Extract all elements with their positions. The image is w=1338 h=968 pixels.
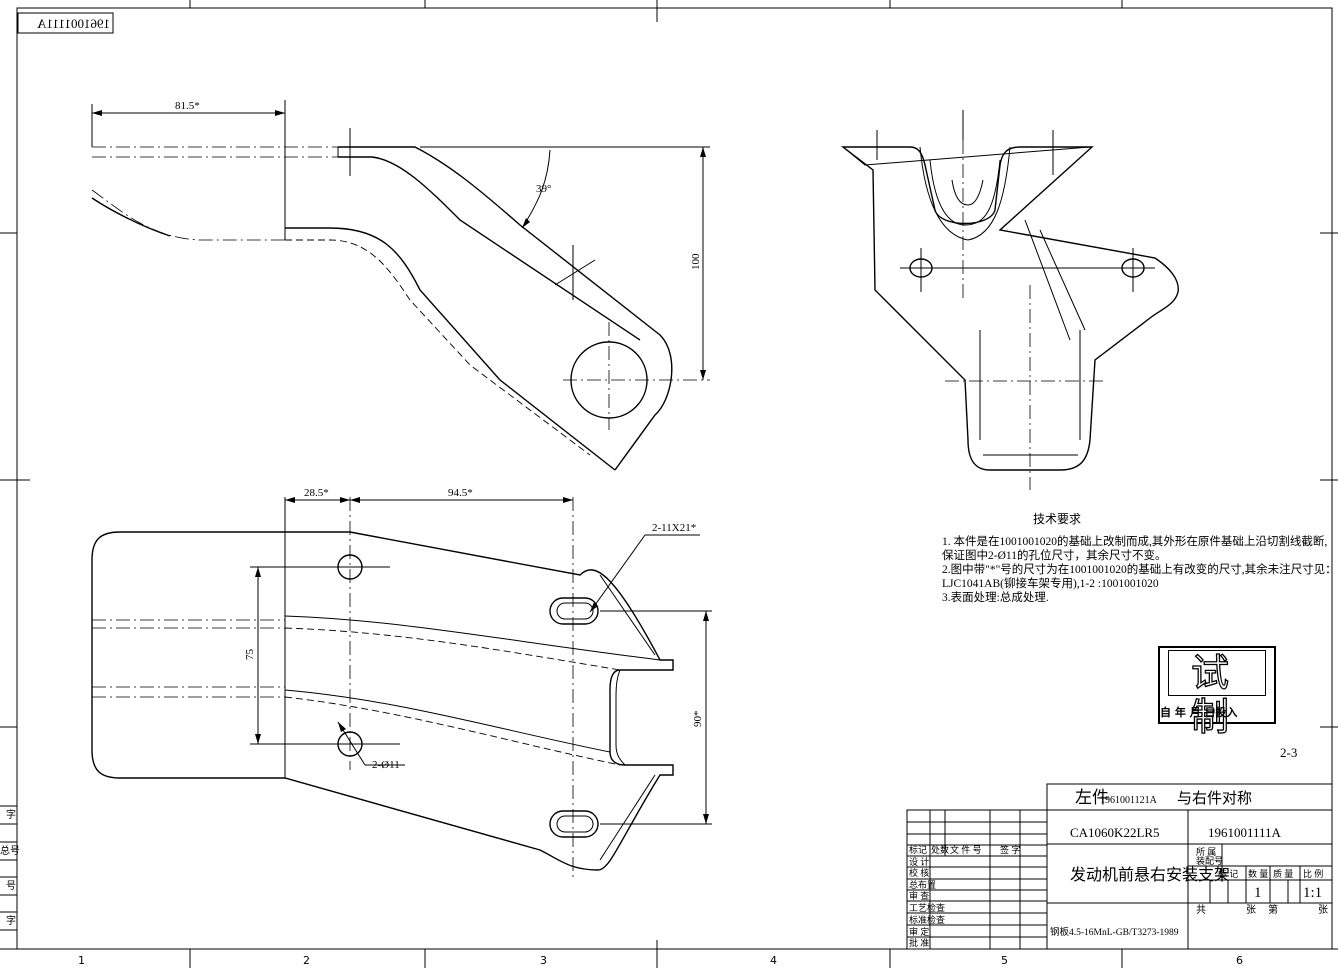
zone-label-6: 6 <box>1236 954 1243 967</box>
stamp-date-line: 自 年 月 日投入 <box>1160 706 1238 719</box>
tech-line-5: 3.表面处理:总成处理. <box>942 592 1049 604</box>
side-view: 81.5* 39° 100 <box>91 100 710 471</box>
quantity-value: 1 <box>1254 885 1262 901</box>
title-block-grid <box>906 783 1333 950</box>
margin-label-3: 号 <box>6 880 16 892</box>
margin-label-1: 字 <box>6 808 16 821</box>
dim-slot-pitch: 90* <box>692 711 704 728</box>
role-approve: 审 定 <box>909 926 929 937</box>
role-layout: 总布置 <box>909 879 936 890</box>
stamp-title: 试 制 <box>1168 650 1266 740</box>
zone-label-1: 1 <box>78 954 85 967</box>
dim-offset: 28.5* <box>304 487 329 499</box>
part-name: 发动机前悬右安装支架 <box>1070 866 1230 884</box>
tech-line-1: 1. 本件是在1001001020的基础上改制而成,其外形在原件基础上沿切割线截… <box>942 536 1328 548</box>
role-check: 校 核 <box>909 867 929 878</box>
end-view <box>840 110 1179 490</box>
material-spec: 钢板4.5-16MnL-GB/T3273-1989 <box>1050 926 1179 938</box>
col-mass: 质 量 <box>1273 868 1293 879</box>
rev-header-doc: 文 件 号 <box>950 844 982 855</box>
sheet-marker: 2-3 <box>1280 745 1297 760</box>
zone-label-5: 5 <box>1001 954 1008 967</box>
vehicle-model: CA1060K22LR5 <box>1070 825 1160 840</box>
margin-label-2: 总号 <box>0 844 20 857</box>
sheet-no-label: 第 <box>1268 903 1278 916</box>
technical-requirements: 技术要求 1. 本件是在1001001020的基础上改制而成,其外形在原件基础上… <box>942 512 1337 605</box>
plan-view: 28.5* 94.5* 75 90* 2-11X21* 2-Ø11 <box>91 487 712 880</box>
dim-hole-pitch: 75 <box>244 649 256 661</box>
dim-length-plan: 94.5* <box>448 487 473 499</box>
dim-height: 100 <box>690 253 702 270</box>
tech-line-2: 保证图中2-Ø11的孔位尺寸，其余尺寸不变。 <box>942 550 1167 562</box>
tech-line-4: LJC1041AB(铆接车架专用),1-2 :1001001020 <box>942 578 1159 590</box>
rev-header-count: 处数 <box>931 844 949 855</box>
left-part-number: 1961001121A <box>1100 795 1158 806</box>
drawing-border <box>16 7 1333 950</box>
zone-label-3: 3 <box>540 954 547 967</box>
zone-label-2: 2 <box>303 954 310 967</box>
belongs-to-label: 所 属 <box>1196 847 1216 857</box>
left-margin-strip <box>0 805 17 931</box>
sheet-total-label: 共 <box>1196 904 1206 916</box>
role-standard: 标准检查 <box>909 914 945 925</box>
trial-production-stamp: 试 制 自 年 月 日投入 <box>1158 646 1276 740</box>
scale-value: 1:1 <box>1303 885 1322 901</box>
callout-holes: 2-Ø11 <box>372 759 400 771</box>
rev-header-sign: 签 字 <box>1000 844 1020 855</box>
col-scale: 比 例 <box>1303 868 1323 879</box>
role-review: 审 查 <box>909 890 929 901</box>
symmetry-note: 与右件对称 <box>1177 790 1252 807</box>
tech-heading: 技术要求 <box>1032 512 1081 526</box>
col-qty: 数 量 <box>1248 868 1268 879</box>
mirrored-drawing-number: 1961001111A <box>36 16 110 31</box>
callout-slots: 2-11X21* <box>652 522 696 534</box>
dim-length-side: 81.5* <box>175 100 200 112</box>
assembly-no-label: 装配号 <box>1196 855 1223 866</box>
role-ratify: 批 准 <box>909 937 929 948</box>
zone-label-4: 4 <box>770 954 777 967</box>
col-mark: 标 记 <box>1218 868 1238 879</box>
role-design: 设 计 <box>909 856 929 867</box>
dim-angle: 39° <box>536 183 551 195</box>
rev-header-mark: 标记 <box>909 844 927 855</box>
role-process: 工艺检查 <box>909 902 945 913</box>
sheet-label: 张 <box>1246 904 1256 916</box>
left-part-label: 左件 <box>1075 788 1109 807</box>
part-number: 1961001111A <box>1208 825 1282 840</box>
margin-label-4: 字 <box>6 914 16 927</box>
sheet-label-2: 张 <box>1318 904 1328 916</box>
tech-line-3: 2.图中带"*"号的尺寸为在1001001020的基础上有改变的尺寸,其余未注尺… <box>942 564 1337 576</box>
